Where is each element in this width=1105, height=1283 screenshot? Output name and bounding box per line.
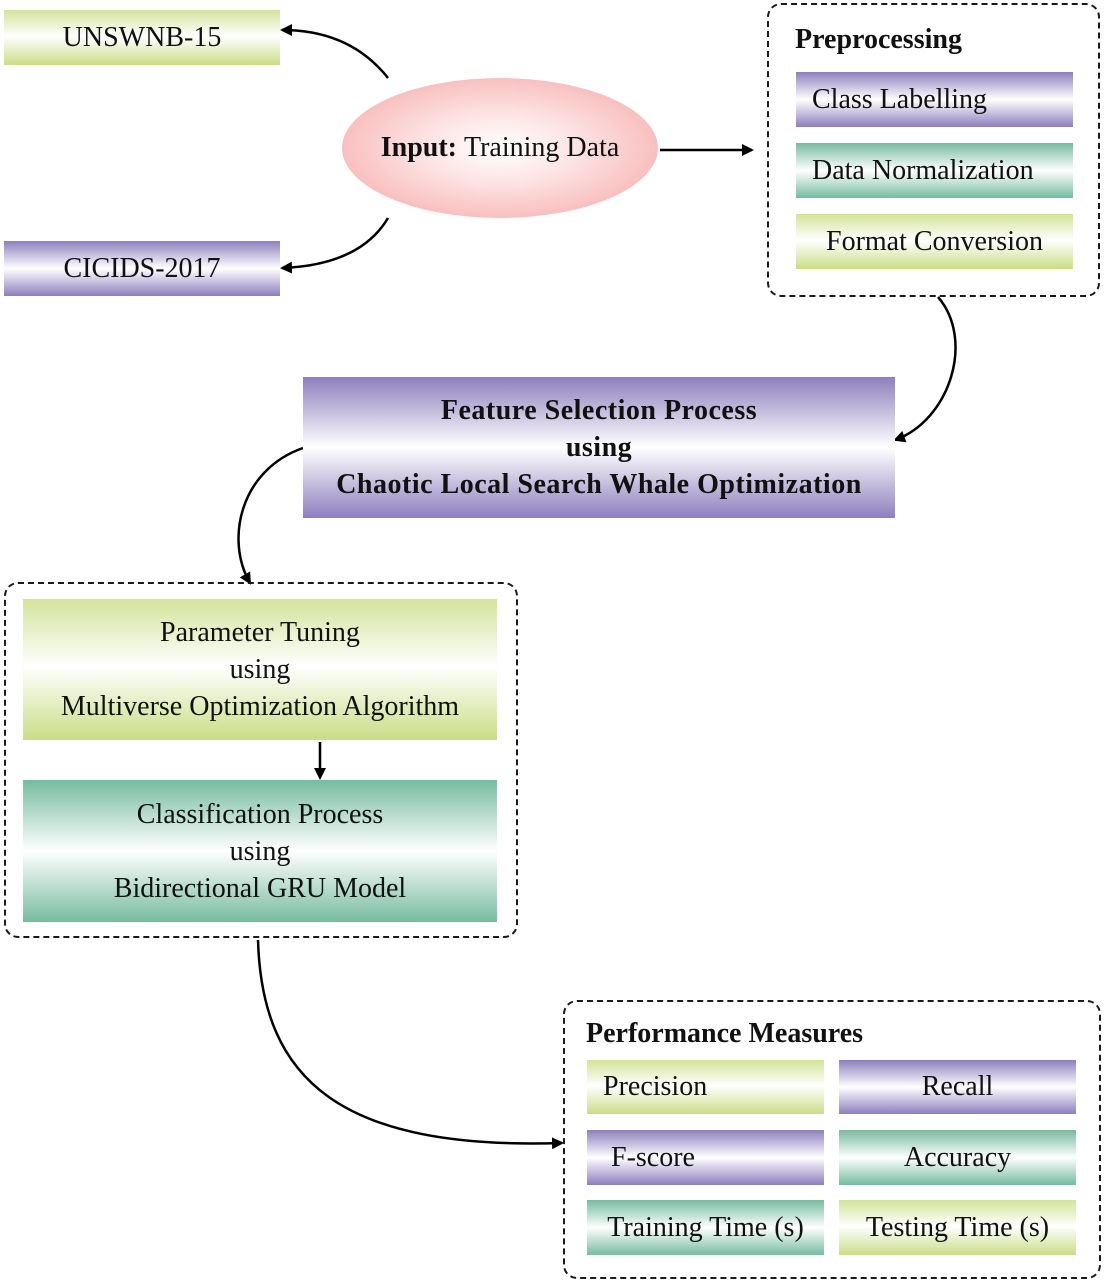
classification-line3: Bidirectional GRU Model (113, 872, 407, 904)
input-text: Training Data (463, 132, 620, 163)
feature-selection-line3: Chaotic Local Search Whale Optimization (336, 469, 862, 500)
feature-selection-line2: using (565, 432, 633, 463)
parameter-tuning-line1: Parameter Tuning (160, 617, 360, 648)
preprocessing-group (767, 3, 1100, 297)
arrow-classification-to-performance (256, 939, 564, 1150)
performance-title: Performance Measures (586, 1018, 864, 1049)
measure-precision: Precision (587, 1060, 824, 1114)
measure-accuracy: Accuracy (839, 1130, 1076, 1185)
arrow-input-to-unsw (280, 24, 389, 79)
measure-training-time: Training Time (s) (587, 1200, 824, 1255)
parameter-tuning-line3: Multiverse Optimization Algorithm (60, 691, 460, 722)
preprocessing-title: Preprocessing (795, 24, 962, 55)
measure-recall: Recall (839, 1060, 1076, 1114)
measure-training-time-label: Training Time (s) (607, 1211, 804, 1243)
feature-selection-line1: Feature Selection Process (440, 395, 758, 426)
performance-group (563, 1000, 1101, 1279)
classification-line2: using (229, 835, 291, 867)
measure-testing-time: Testing Time (s) (839, 1200, 1076, 1255)
measure-fscore: F-score (587, 1130, 824, 1185)
step-data-normalization-label: Data Normalization (812, 154, 1034, 186)
arrow-preprocessing-to-feature (893, 296, 957, 443)
classification-process: Classification Process using Bidirection… (23, 780, 497, 922)
step-class-labelling: Class Labelling (796, 72, 1073, 127)
parameter-tuning-line2: using (229, 654, 291, 685)
step-format-conversion: Format Conversion (796, 214, 1073, 269)
measure-testing-time-label: Testing Time (s) (865, 1211, 1050, 1243)
arrow-input-to-cicids (280, 217, 390, 274)
classification-line1: Classification Process (136, 798, 384, 830)
dataset-cicids2017: CICIDS-2017 (4, 241, 280, 296)
parameter-tuning: Parameter Tuning using Multiverse Optimi… (23, 599, 497, 740)
dataset-unswnb15: UNSWNB-15 (4, 10, 280, 65)
input-label: Input: (380, 132, 457, 163)
model-group (4, 582, 518, 938)
measure-precision-label: Precision (603, 1071, 708, 1103)
step-class-labelling-label: Class Labelling (812, 83, 987, 115)
arrow-feature-to-tuning (237, 446, 304, 585)
dataset-cicids2017-label: CICIDS-2017 (63, 252, 221, 284)
measure-recall-label: Recall (921, 1071, 994, 1103)
measure-accuracy-label: Accuracy (903, 1141, 1012, 1173)
step-format-conversion-label: Format Conversion (826, 225, 1043, 257)
step-data-normalization: Data Normalization (796, 143, 1073, 198)
feature-selection-process: Feature Selection Process using Chaotic … (303, 377, 895, 518)
measure-fscore-label: F-score (611, 1141, 695, 1173)
dataset-unswnb15-label: UNSWNB-15 (62, 21, 222, 53)
input-training-data: Input: Training Data (342, 78, 658, 218)
